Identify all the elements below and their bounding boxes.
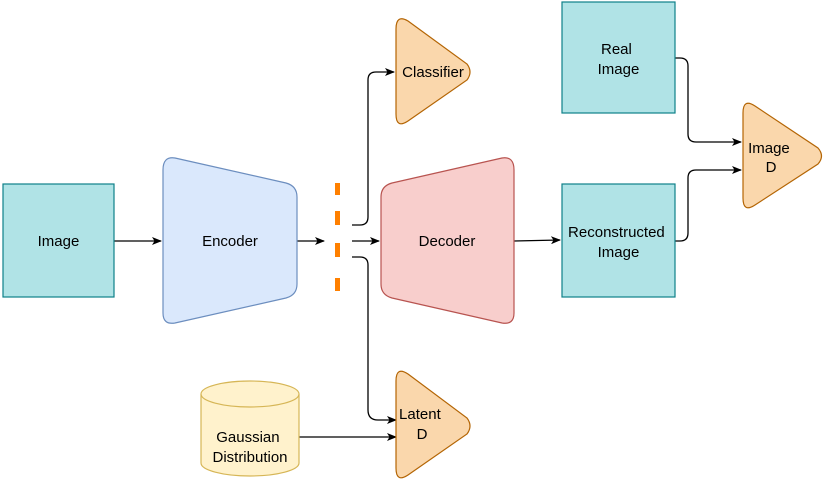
input-image-label: Image <box>38 233 80 250</box>
edge-decoder-to-reconstructed <box>513 236 561 245</box>
classifier-node: Classifier <box>395 18 471 125</box>
latent-split-marker <box>335 183 340 291</box>
edge-reconstructed-to-image-d <box>675 166 742 242</box>
reconstructed-image-label-line1: Reconstructed <box>568 224 665 241</box>
real-image-node: Real Image <box>561 1 676 114</box>
edge-real-to-image-d <box>675 57 742 146</box>
connectors <box>114 57 742 441</box>
gaussian-label-line1: Gaussian <box>216 429 279 446</box>
latent-d-label: Latent D <box>399 406 445 443</box>
image-d-node: Image D <box>742 102 823 209</box>
edge-split-to-classifier <box>352 68 395 226</box>
latent-d-label-line2: D <box>417 426 428 443</box>
real-image-label: Real Image <box>598 41 640 78</box>
real-image-label-line2: Image <box>598 61 640 78</box>
gaussian-distribution-label: Gaussian Distribution <box>212 429 287 466</box>
latent-d-node: Latent D <box>395 370 471 479</box>
gaussian-distribution-node: Gaussian Distribution <box>200 380 300 477</box>
image-d-label-line1: Image <box>748 140 790 157</box>
reconstructed-image-label: Reconstructed Image <box>568 224 669 261</box>
classifier-label: Classifier <box>402 64 464 81</box>
reconstructed-image-node: Reconstructed Image <box>561 183 676 298</box>
encoder-node: Encoder <box>162 157 298 324</box>
gaussian-label-line2: Distribution <box>212 449 287 466</box>
decoder-node: Decoder <box>380 157 515 324</box>
reconstructed-image-label-line2: Image <box>598 244 640 261</box>
input-image-node: Image <box>2 183 115 298</box>
latent-d-label-line1: Latent <box>399 406 442 423</box>
edge-split-to-latent-d <box>352 256 397 424</box>
decoder-label: Decoder <box>419 233 476 250</box>
image-d-label-line2: D <box>766 159 777 176</box>
encoder-label: Encoder <box>202 233 258 250</box>
image-d-label: Image D <box>748 140 794 176</box>
real-image-label-line1: Real <box>601 41 632 58</box>
